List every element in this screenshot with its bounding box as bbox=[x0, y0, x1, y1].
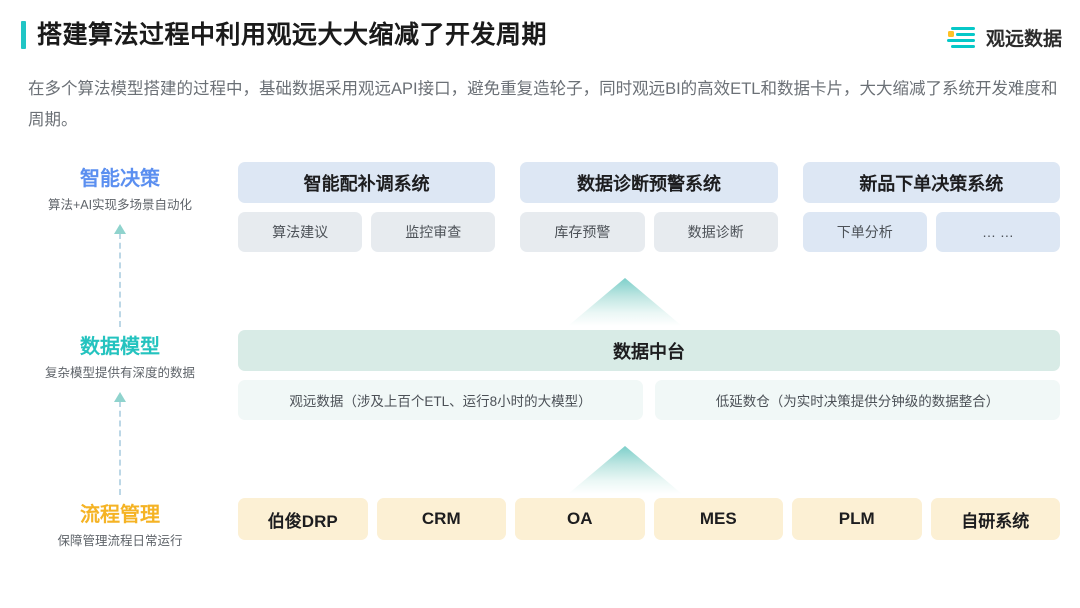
tier-label-process-management: 流程管理 保障管理流程日常运行 bbox=[0, 504, 240, 549]
source-system-card[interactable]: MES bbox=[653, 498, 783, 540]
architecture-diagram: 智能决策 算法+AI实现多场景自动化 数据模型 复杂模型提供有深度的数据 流程管… bbox=[0, 150, 1080, 608]
triangle-up-icon-2 bbox=[568, 446, 682, 494]
title-accent-bar bbox=[21, 21, 26, 49]
tier2-caption: 复杂模型提供有深度的数据 bbox=[44, 366, 195, 380]
system-subcard[interactable]: 下单分析 bbox=[802, 212, 927, 252]
system-group[interactable]: 智能配补调系统 算法建议 监控审查 bbox=[238, 162, 496, 252]
source-system-card[interactable]: 伯俊DRP bbox=[238, 498, 368, 540]
system-group[interactable]: 新品下单决策系统 下单分析 … … bbox=[802, 162, 1060, 252]
page-title: 搭建算法过程中利用观远大大缩减了开发周期 bbox=[37, 20, 548, 49]
tier1-groups: 智能配补调系统 算法建议 监控审查 数据诊断预警系统 库存预警 数据诊断 新品下… bbox=[238, 162, 1060, 252]
data-platform-subcard[interactable]: 低延数仓（为实时决策提供分钟级的数据整合） bbox=[655, 380, 1060, 420]
dashed-arrow-up-icon-2 bbox=[114, 392, 126, 495]
triangle-up-icon-1 bbox=[568, 278, 682, 326]
tier-label-data-model: 数据模型 复杂模型提供有深度的数据 bbox=[0, 336, 240, 381]
tier3-source-systems: 伯俊DRP CRM OA MES PLM 自研系统 bbox=[238, 498, 1060, 540]
tier3-caption: 保障管理流程日常运行 bbox=[57, 534, 183, 548]
system-card-title[interactable]: 数据诊断预警系统 bbox=[520, 162, 778, 203]
logo-dot-icon bbox=[947, 31, 954, 37]
dashed-arrow-up-icon-1 bbox=[114, 224, 126, 327]
system-subcard[interactable]: 库存预警 bbox=[520, 212, 645, 252]
tier3-heading: 流程管理 bbox=[80, 504, 160, 526]
system-subcard[interactable]: 监控审查 bbox=[371, 212, 496, 252]
system-subcard[interactable]: 数据诊断 bbox=[653, 212, 778, 252]
brand-logo: 观远数据 bbox=[946, 24, 1062, 51]
tier1-caption: 算法+AI实现多场景自动化 bbox=[47, 198, 193, 212]
source-system-card[interactable]: OA bbox=[515, 498, 645, 540]
system-subcard[interactable]: 算法建议 bbox=[238, 212, 363, 252]
source-system-card[interactable]: PLM bbox=[792, 498, 922, 540]
tier-label-intelligent-decision: 智能决策 算法+AI实现多场景自动化 bbox=[0, 168, 240, 213]
data-platform-subcard[interactable]: 观远数据（涉及上百个ETL、运行8小时的大模型） bbox=[238, 380, 643, 420]
tier2-data-platform: 数据中台 观远数据（涉及上百个ETL、运行8小时的大模型） 低延数仓（为实时决策… bbox=[238, 330, 1060, 420]
title-wrap: 搭建算法过程中利用观远大大缩减了开发周期 bbox=[21, 21, 547, 49]
system-subcard[interactable]: … … bbox=[935, 212, 1060, 252]
data-platform-card[interactable]: 数据中台 bbox=[238, 330, 1060, 371]
system-group[interactable]: 数据诊断预警系统 库存预警 数据诊断 bbox=[520, 162, 778, 252]
system-card-title[interactable]: 智能配补调系统 bbox=[238, 162, 496, 203]
system-card-title[interactable]: 新品下单决策系统 bbox=[802, 162, 1060, 203]
subtitle-paragraph: 在多个算法模型搭建的过程中，基础数据采用观远API接口，避免重复造轮子，同时观远… bbox=[28, 80, 1058, 129]
source-system-card[interactable]: CRM bbox=[376, 498, 506, 540]
tier2-heading: 数据模型 bbox=[80, 336, 160, 358]
brand-name: 观远数据 bbox=[985, 29, 1062, 50]
source-system-card[interactable]: 自研系统 bbox=[930, 498, 1060, 540]
tier1-heading: 智能决策 bbox=[80, 168, 160, 190]
logo-bars-icon bbox=[946, 25, 977, 51]
page-header: 搭建算法过程中利用观远大大缩减了开发周期 观远数据 bbox=[0, 0, 1080, 66]
